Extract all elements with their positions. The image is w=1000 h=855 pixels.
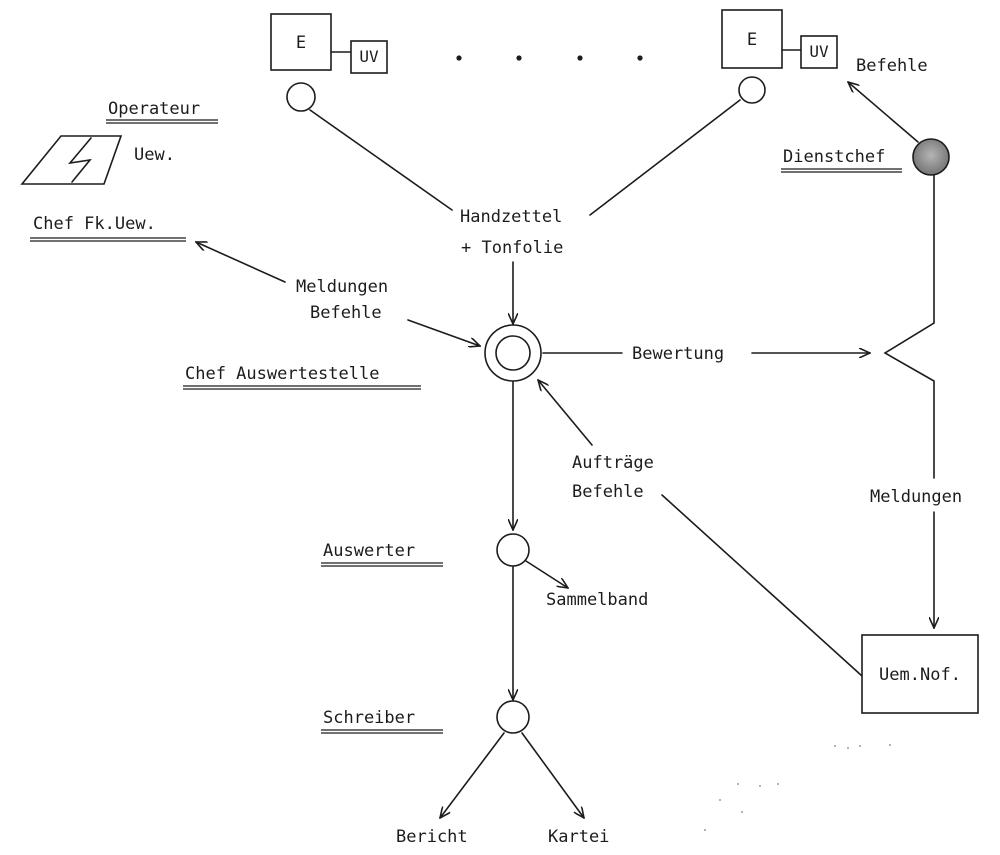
chef-fk-uew-label: Chef Fk.Uew. [33,214,156,234]
uv-box [800,35,838,69]
dienstchef-node [912,138,950,176]
receiver-e-box [270,13,332,71]
arrow-auftraege-to-chef [538,380,593,446]
schreiber-node [496,700,530,734]
auswerter-label: Auswerter [323,541,415,561]
arrow-to-chef-fk [196,242,286,283]
receiver-circle [738,76,766,104]
dienstchef-label: Dienstchef [783,147,885,167]
operateur-label: Operateur [108,99,200,119]
uv-box [350,40,388,74]
uv-label: UV [359,47,379,66]
lightning-icon [20,135,123,185]
chef-auswertestelle-label: Chef Auswertestelle [185,364,379,384]
meldungen-right-label: Meldungen [870,487,962,507]
tonfolie-label: + Tonfolie [461,238,563,258]
sammelband-label: Sammelband [546,590,648,610]
bericht-label: Bericht [396,827,468,847]
uv-label: UV [809,42,829,61]
receiver-circle [286,82,316,112]
arrow-to-chef-auswertestelle [407,319,480,346]
schreiber-label: Schreiber [323,708,415,728]
operateur-uew-label: Uew. [134,145,175,165]
line-right-receiver-to-handzettel [589,99,741,216]
befehle-top-label: Befehle [856,56,928,76]
line-left-receiver-to-handzettel [309,109,453,211]
paper-specks [704,744,891,831]
arrow-auswerter-to-sammelband [525,560,568,588]
bewertung-label: Bewertung [632,344,724,364]
auswerter-node [496,533,530,567]
befehle-left-label: Befehle [310,303,382,323]
ellipsis-dots [456,55,643,61]
kartei-label: Kartei [548,827,609,847]
receiver-station-left: E UV [270,13,388,112]
receiver-e-box [721,9,783,69]
arrow-schreiber-to-bericht [440,732,505,818]
line-uem-to-auftraege [661,494,863,677]
befehle-mid-label: Befehle [572,482,644,502]
line-dienstchef-to-uem [883,173,935,479]
arrow-schreiber-to-kartei [521,732,584,818]
chef-auswertestelle-node [484,324,542,382]
uem-nof-box [861,634,979,714]
handzettel-label: Handzettel [460,207,562,227]
uem-nof-label: Uem.Nof. [879,665,961,685]
receiver-e-label: E [747,30,757,50]
auftraege-label: Aufträge [572,453,654,473]
arrow-dienstchef-befehle [848,82,919,143]
receiver-e-label: E [296,33,306,53]
receiver-station-right: E UV [721,9,838,104]
meldungen-left-label: Meldungen [296,277,388,297]
